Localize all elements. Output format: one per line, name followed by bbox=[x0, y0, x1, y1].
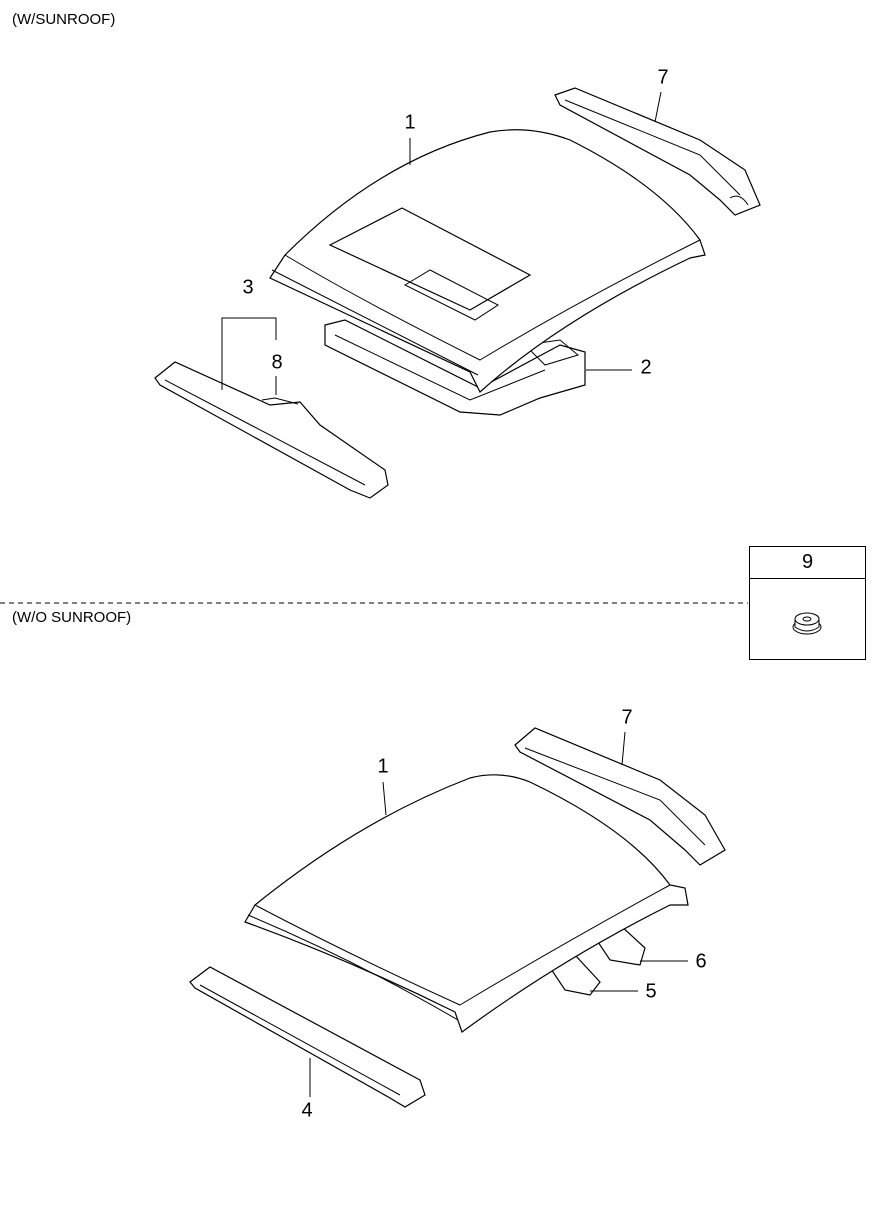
roof-panel-bottom bbox=[244, 774, 689, 1033]
leader-7-top bbox=[654, 91, 662, 123]
part-9-number: 9 bbox=[750, 547, 865, 579]
callout-5[interactable]: 5 bbox=[645, 980, 657, 1003]
leader-3-bracket bbox=[221, 317, 277, 390]
front-roof-rail-top bbox=[154, 361, 389, 499]
part-9-box[interactable]: 9 bbox=[749, 546, 866, 660]
callout-4[interactable]: 4 bbox=[301, 1099, 313, 1122]
front-roof-rail-bottom bbox=[189, 966, 426, 1108]
callout-1-top[interactable]: 1 bbox=[404, 111, 416, 134]
clip-nut-icon bbox=[792, 612, 822, 635]
callout-8[interactable]: 8 bbox=[271, 351, 283, 374]
callout-3[interactable]: 3 bbox=[242, 276, 254, 299]
callout-7-bottom[interactable]: 7 bbox=[621, 706, 633, 729]
callout-1-bottom[interactable]: 1 bbox=[377, 755, 389, 778]
sunroof-frame-part-2 bbox=[324, 319, 586, 416]
rear-roof-rail-top bbox=[554, 87, 761, 216]
rear-roof-rail-bottom bbox=[514, 727, 726, 866]
callout-6[interactable]: 6 bbox=[695, 950, 707, 973]
callout-7-top[interactable]: 7 bbox=[657, 66, 669, 89]
leader-1-bottom bbox=[382, 781, 387, 816]
callout-2[interactable]: 2 bbox=[640, 356, 652, 379]
leader-7-bottom bbox=[621, 731, 626, 766]
roof-panel-top bbox=[269, 129, 706, 393]
section-label-without-sunroof: (W/O SUNROOF) bbox=[12, 609, 132, 626]
section-label-with-sunroof: (W/SUNROOF) bbox=[12, 11, 116, 28]
